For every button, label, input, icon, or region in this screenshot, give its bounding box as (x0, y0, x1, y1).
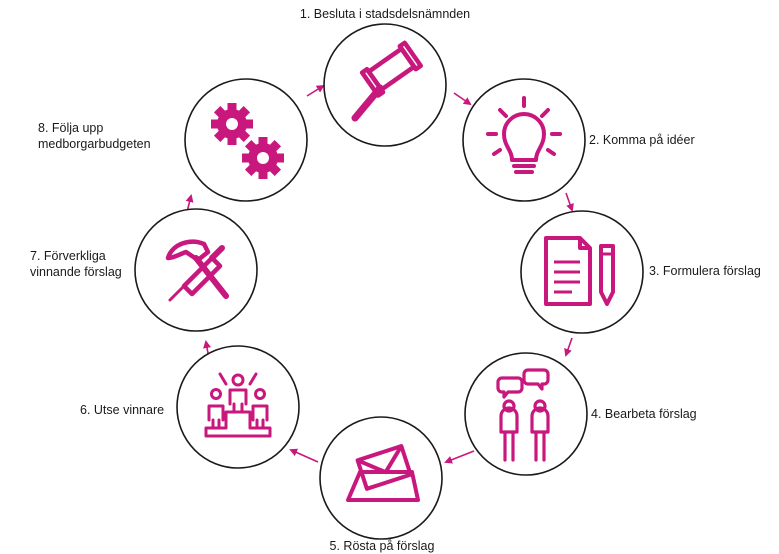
step-1-label-line-1: 1. Besluta i stadsdelsnämnden (299, 7, 471, 21)
step-3-label-line-1: 3. Formulera förslag (649, 264, 761, 278)
hammer-screwdriver-icon (165, 239, 229, 302)
podium-winners-icon (204, 372, 272, 438)
step-4-label: 4. Bearbeta förslag (591, 406, 697, 422)
arrow-4-to-5 (444, 450, 475, 464)
step-6-circle (176, 345, 300, 469)
arrow-8-to-1 (306, 84, 325, 97)
step-2-label: 2. Komma på idéer (589, 132, 695, 148)
step-8-label: 8. Följa upp medborgarbudgeten (38, 120, 151, 152)
step-5-circle (319, 416, 443, 540)
step-7-circle (134, 208, 258, 332)
step-6-label-line-1: 6. Utse vinnare (80, 403, 165, 417)
step-3-node (520, 210, 644, 334)
arrow-3-to-4 (564, 337, 573, 357)
step-5-label-line-1: 5. Rösta på förslag (329, 539, 435, 553)
step-4-label-line-1: 4. Bearbeta förslag (591, 407, 697, 421)
step-3-circle (520, 210, 644, 334)
step-6-node (176, 345, 300, 469)
people-discussion-icon (496, 368, 550, 462)
arrow-1-to-2 (453, 92, 472, 106)
step-3-label: 3. Formulera förslag (649, 263, 761, 279)
arrow-2-to-3 (565, 192, 574, 212)
step-2-label-line-1: 2. Komma på idéer (589, 133, 695, 147)
step-5-label: 5. Rösta på förslag (316, 538, 448, 554)
arrow-5-to-6 (289, 448, 319, 463)
step-6-label: 6. Utse vinnare (80, 402, 164, 418)
gavel-icon (351, 40, 424, 122)
step-2-circle (462, 78, 586, 202)
step-7-label-line-1: 7. Förverkliga (30, 249, 106, 263)
step-7-label-line-2: vinnande förslag (30, 265, 122, 279)
step-8-node (184, 78, 308, 202)
lightbulb-icon (486, 96, 562, 174)
step-1-label: 1. Besluta i stadsdelsnämnden (297, 6, 473, 22)
step-8-label-line-1: 8. Följa upp (38, 121, 104, 135)
step-5-node (319, 416, 443, 540)
gears-icon (211, 103, 284, 179)
step-4-node (464, 352, 588, 476)
step-4-circle (464, 352, 588, 476)
envelope-ballot-icon (346, 444, 420, 502)
step-8-circle (184, 78, 308, 202)
step-7-label: 7. Förverkliga vinnande förslag (30, 248, 122, 280)
step-8-label-line-2: medborgarbudgeten (38, 137, 151, 151)
step-7-node (134, 208, 258, 332)
step-2-node (462, 78, 586, 202)
step-1-node (323, 23, 447, 147)
document-pencil-icon (544, 236, 615, 306)
